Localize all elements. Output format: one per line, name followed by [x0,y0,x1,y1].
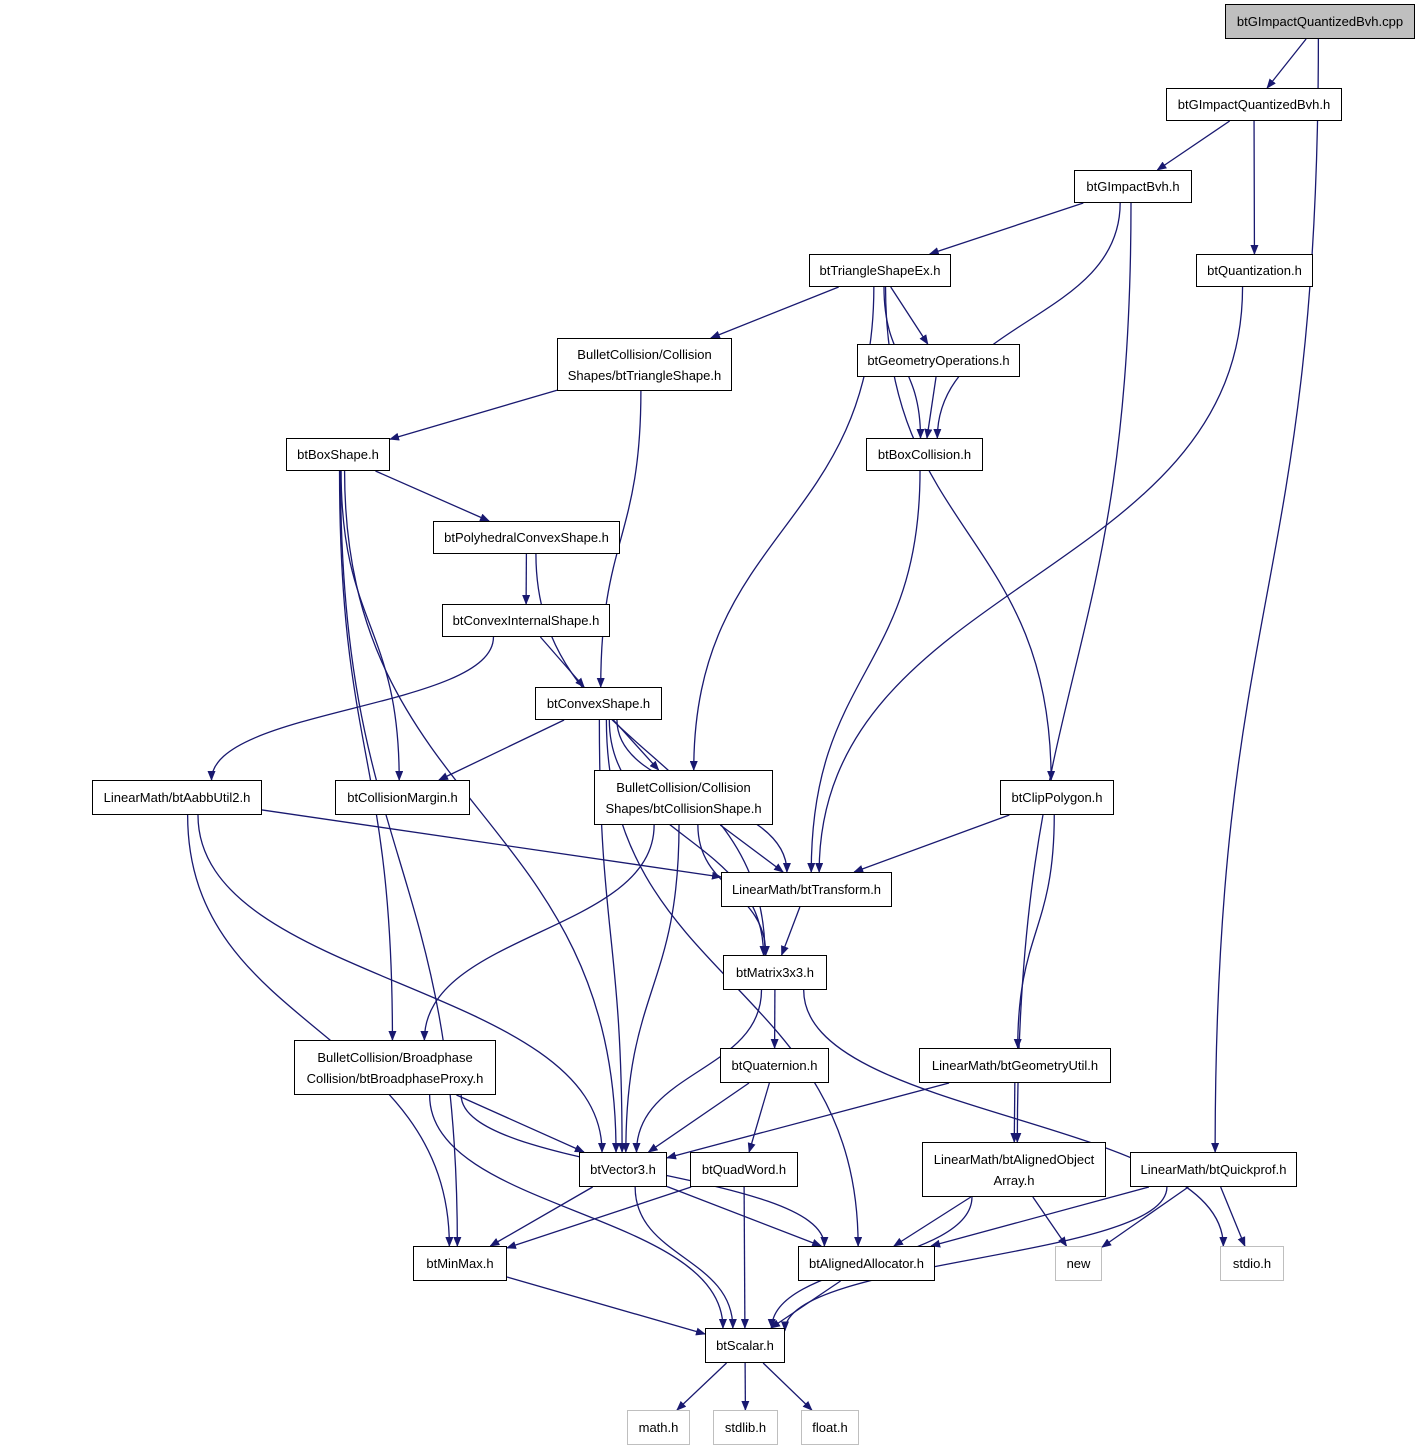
node-btalignedobjectarray-h[interactable]: LinearMath/btAlignedObject Array.h [922,1142,1106,1197]
edge-n17-to-n21 [632,989,763,1153]
edge-n21-to-n25 [489,1186,593,1247]
node-bttriangleshapeex-h[interactable]: btTriangleShapeEx.h [809,254,951,287]
edge-n14-to-n18 [420,824,655,1041]
node-btscalar-h[interactable]: btScalar.h [705,1328,785,1363]
node-stdio-h: stdio.h [1220,1246,1284,1281]
node-btclippolygon-h[interactable]: btClipPolygon.h [1000,780,1114,815]
edge-n1-to-n2 [1156,120,1231,171]
node-btaabbutil2-h[interactable]: LinearMath/btAabbUtil2.h [92,780,262,815]
edge-n17-to-n28 [803,989,1228,1247]
edge-n4-to-n15 [884,286,1056,781]
edge-n21-to-n29 [634,1186,737,1329]
edge-n18-to-n21 [456,1094,585,1153]
edge-n19-to-n21 [647,1082,750,1153]
node-btconvexshape-h[interactable]: btConvexShape.h [535,687,662,720]
edge-n11-to-n14 [612,719,660,771]
edge-n2-to-n4 [928,202,1084,255]
edge-n7-to-n18 [338,470,397,1041]
node-btquantization-h[interactable]: btQuantization.h [1196,254,1313,287]
edge-n12-to-n16 [261,809,722,880]
node-bttransform-h[interactable]: LinearMath/btTransform.h [721,872,892,907]
edge-n0-to-n1 [1266,38,1307,89]
node-btquickprof-h[interactable]: LinearMath/btQuickprof.h [1130,1152,1297,1187]
edge-n20-to-n21 [666,1082,950,1160]
edge-n8-to-n16 [807,470,921,873]
edge-n22-to-n29 [740,1186,749,1329]
node-btboxcollision-h[interactable]: btBoxCollision.h [866,438,983,471]
edge-n24-to-n28 [1220,1186,1246,1247]
edge-n0-to-n24 [1211,38,1320,1153]
edge-n19-to-n22 [747,1082,770,1153]
node-btgimpactbvh-h[interactable]: btGImpactBvh.h [1074,170,1192,203]
edge-n3-to-n16 [815,286,1244,873]
edge-n7-to-n9 [375,470,490,522]
edge-n24-to-n27 [1101,1186,1189,1248]
edge-n24-to-n26 [930,1186,1150,1248]
edge-n16-to-n17 [781,906,801,956]
node-btcollisionmargin-h[interactable]: btCollisionMargin.h [335,780,470,815]
edge-n7-to-n25 [339,470,462,1247]
edge-n4-to-n6 [890,286,929,345]
edge-n12-to-n25 [186,814,454,1247]
edge-n11-to-n17 [608,719,768,956]
node-math-h: math.h [627,1410,690,1445]
edge-n23-to-n27 [1032,1196,1068,1247]
edge-n18-to-n29 [428,1094,727,1329]
edge-n29-to-n32 [762,1362,813,1411]
node-float-h: float.h [801,1410,859,1445]
edge-n15-to-n16 [853,814,1010,873]
edge-n11-to-n13 [438,719,565,781]
edge-n6-to-n8 [924,376,937,439]
edge-n25-to-n29 [506,1276,706,1336]
node-btconvexinternalshape-h[interactable]: btConvexInternalShape.h [442,604,610,637]
node-btpolyhedralconvexshape-h[interactable]: btPolyhedralConvexShape.h [433,521,620,554]
edge-n10-to-n12 [207,636,495,781]
edge-n5-to-n7 [389,389,558,441]
node-btalignedallocator-h[interactable]: btAlignedAllocator.h [798,1246,935,1281]
node-btquadword-h[interactable]: btQuadWord.h [690,1152,798,1187]
node-btquaternion-h[interactable]: btQuaternion.h [720,1048,829,1083]
node-stdlib-h: stdlib.h [713,1410,778,1445]
node-btgeometryutil-h[interactable]: LinearMath/btGeometryUtil.h [919,1048,1111,1083]
edge-n2-to-n8 [933,202,1121,439]
node-btvector3-h[interactable]: btVector3.h [579,1152,667,1187]
edge-n4-to-n5 [709,286,839,339]
edge-n7-to-n21 [343,470,621,1153]
node-btmatrix3x3-h[interactable]: btMatrix3x3.h [723,955,827,990]
node-btminmax-h[interactable]: btMinMax.h [413,1246,507,1281]
node-btgimpactquantizedbvh-cpp: btGImpactQuantizedBvh.cpp [1225,4,1415,39]
edge-n29-to-n30 [676,1362,727,1411]
edge-n15-to-n20 [1013,814,1055,1049]
edge-n12-to-n21 [197,814,606,1153]
node-new: new [1055,1246,1102,1281]
node-bttriangleshape-h[interactable]: BulletCollision/Collision Shapes/btTrian… [557,338,732,391]
edge-n14-to-n21 [621,824,680,1153]
node-btboxshape-h[interactable]: btBoxShape.h [286,438,390,471]
edge-n22-to-n25 [506,1186,692,1249]
edge-n14-to-n16 [719,824,784,873]
edge-n7-to-n13 [340,470,404,781]
edge-n20-to-n23 [1010,1082,1019,1143]
edge-n2-to-n23 [1013,202,1132,1143]
edge-n10-to-n11 [539,636,585,688]
node-btcollisionshape-h[interactable]: BulletCollision/Collision Shapes/btColli… [594,770,773,825]
node-btbroadphaseproxy-h[interactable]: BulletCollision/Broadphase Collision/btB… [294,1040,496,1095]
edge-n23-to-n26 [893,1196,972,1247]
node-btgimpactquantizedbvh-h[interactable]: btGImpactQuantizedBvh.h [1166,88,1342,121]
edge-n26-to-n29 [770,1280,841,1329]
node-btgeometryoperations-h[interactable]: btGeometryOperations.h [857,344,1020,377]
